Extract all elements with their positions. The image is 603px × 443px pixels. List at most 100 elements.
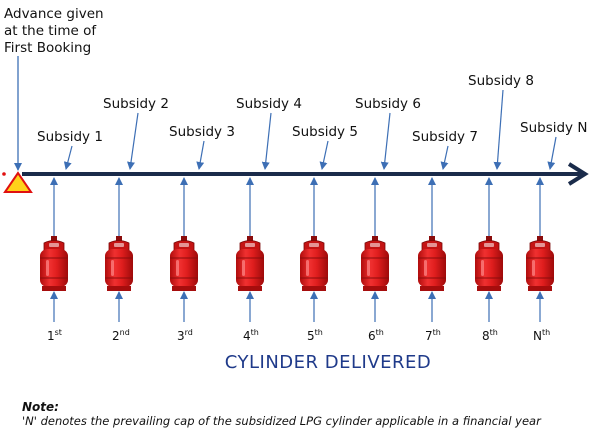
ordinal-suffix: th <box>433 328 441 337</box>
cylinder-ordinal-8: 8th <box>482 328 498 343</box>
cylinder-body <box>526 249 554 287</box>
cylinder-highlight <box>306 260 309 276</box>
cylinder-collar-hole <box>484 243 494 247</box>
lpg-cylinder-icon <box>361 236 389 291</box>
start-dot <box>2 172 6 176</box>
cylinder-ordinal-4: 4th <box>243 328 259 343</box>
cylinder-delivered-title: CYLINDER DELIVERED <box>225 352 432 373</box>
cylinder-foot <box>42 286 66 291</box>
cylinder-highlight <box>532 260 535 276</box>
subsidy-arrow-4 <box>261 112 272 170</box>
cylinder-highlight <box>111 260 114 276</box>
cylinder-body <box>105 249 133 287</box>
cylinder-highlight <box>46 260 49 276</box>
subsidy-label-3: Subsidy 3 <box>169 124 235 140</box>
cylinder-highlight <box>367 260 370 276</box>
ordinal-main: 5 <box>307 329 315 343</box>
advance-label-line-3: First Booking <box>4 40 91 56</box>
lpg-cylinder-icon <box>300 236 328 291</box>
lpg-cylinder-icon <box>105 236 133 291</box>
subsidy-arrow-8 <box>493 89 504 170</box>
ordinal-main: 4 <box>243 329 251 343</box>
cylinder-ordinal-1: 1st <box>47 328 62 343</box>
cylinder-ordinal-2: 2nd <box>112 328 130 343</box>
ordinal-suffix: st <box>55 328 62 337</box>
cylinder-valve <box>51 236 57 242</box>
cylinder-collar-hole <box>49 243 59 247</box>
ordinal-suffix: th <box>251 328 259 337</box>
cylinder-body <box>418 249 446 287</box>
ordinal-main: 3 <box>177 329 185 343</box>
cylinder-valve <box>429 236 435 242</box>
ordinal-suffix: th <box>376 328 384 337</box>
timeline-arrowhead <box>567 162 589 186</box>
ordinal-main: 8 <box>482 329 490 343</box>
subsidy-label-7: Subsidy 7 <box>412 129 478 145</box>
cylinder-valve <box>116 236 122 242</box>
subsidy-label-1: Subsidy 1 <box>37 129 103 145</box>
lpg-cylinder-icon <box>170 236 198 291</box>
subsidy-arrow-5 <box>319 140 329 170</box>
ordinal-suffix: rd <box>185 328 193 337</box>
cylinder-body <box>236 249 264 287</box>
lpg-cylinder-icon <box>526 236 554 291</box>
subsidy-label-2: Subsidy 2 <box>103 96 169 112</box>
cylinder-collar-hole <box>370 243 380 247</box>
cylinder-foot <box>302 286 326 291</box>
cylinder-ordinal-9: Nth <box>533 328 550 343</box>
ordinal-suffix: nd <box>120 328 130 337</box>
subsidy-label-4: Subsidy 4 <box>236 96 302 112</box>
lpg-cylinder-icon <box>475 236 503 291</box>
cylinder-ordinal-6: 6th <box>368 328 384 343</box>
cylinder-valve <box>311 236 317 242</box>
cylinder-collar-hole <box>179 243 189 247</box>
ordinal-suffix: th <box>315 328 323 337</box>
cylinder-body <box>170 249 198 287</box>
ordinal-main: 6 <box>368 329 376 343</box>
cylinder-ordinal-3: 3rd <box>177 328 193 343</box>
lpg-cylinder-icon <box>418 236 446 291</box>
advance-label-line-1: Advance given <box>4 6 104 22</box>
subsidy-arrow-2 <box>127 112 139 170</box>
advance-label-line-2: at the time of <box>4 23 97 39</box>
cylinder-valve <box>247 236 253 242</box>
cylinder-collar-hole <box>427 243 437 247</box>
subsidy-label-6: Subsidy 6 <box>355 96 421 112</box>
lpg-cylinder-icon <box>40 236 68 291</box>
cylinder-ordinal-7: 7th <box>425 328 441 343</box>
cylinder-highlight <box>242 260 245 276</box>
start-triangle <box>3 171 33 193</box>
cylinder-foot <box>420 286 444 291</box>
ordinal-suffix: th <box>490 328 498 337</box>
ordinal-main: 1 <box>47 329 55 343</box>
ordinal-suffix: th <box>542 328 550 337</box>
subsidy-arrow-3 <box>196 140 205 170</box>
cylinder-body <box>40 249 68 287</box>
note-title: Note: <box>22 400 59 414</box>
cylinder-ordinal-5: 5th <box>307 328 323 343</box>
subsidy-arrow-7 <box>440 145 449 170</box>
cylinder-collar-hole <box>535 243 545 247</box>
subsidy-label-9: Subsidy N <box>520 120 587 136</box>
cylinder-collar-hole <box>114 243 124 247</box>
note-text: 'N' denotes the prevailing cap of the su… <box>22 414 541 428</box>
cylinder-foot <box>477 286 501 291</box>
cylinder-foot <box>238 286 262 291</box>
cylinder-foot <box>528 286 552 291</box>
cylinder-foot <box>363 286 387 291</box>
cylinder-collar-hole <box>309 243 319 247</box>
cylinder-highlight <box>481 260 484 276</box>
cylinder-highlight <box>176 260 179 276</box>
cylinder-valve <box>181 236 187 242</box>
subsidy-arrow-9 <box>547 136 557 170</box>
cylinder-valve <box>486 236 492 242</box>
cylinder-body <box>361 249 389 287</box>
ordinal-main: 7 <box>425 329 433 343</box>
cylinder-valve <box>372 236 378 242</box>
cylinder-collar-hole <box>245 243 255 247</box>
cylinder-foot <box>172 286 196 291</box>
advance-label: Advance given at the time of First Booki… <box>4 6 108 56</box>
